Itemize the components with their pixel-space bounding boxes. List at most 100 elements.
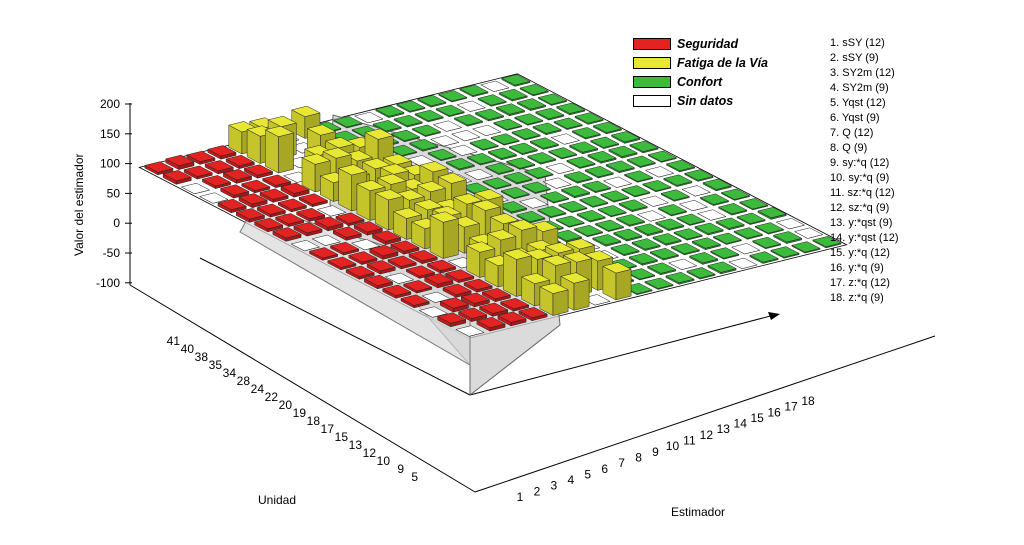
estimator-list-item: 5. Yqst (12) (830, 97, 886, 109)
bar-top (736, 212, 766, 224)
bar-3d (201, 175, 232, 190)
bar-top (497, 311, 527, 323)
bar-top (610, 131, 641, 143)
unit-tick-label: 13 (349, 438, 363, 452)
bar-top (427, 148, 457, 160)
bar-3d (162, 170, 192, 185)
bar-top (451, 130, 481, 142)
unit-tick-label: 18 (307, 414, 321, 428)
bar-top (691, 237, 722, 249)
z-tick-label: 100 (100, 157, 120, 171)
bar-3d (539, 191, 570, 204)
bar-top (466, 153, 497, 165)
bar-top (715, 217, 745, 229)
bar-3d (332, 226, 363, 241)
unit-tick-label: 5 (411, 470, 418, 484)
bar-front (278, 132, 294, 174)
bar-top (702, 178, 732, 190)
bar-top (576, 210, 606, 222)
bar-3d (272, 227, 302, 242)
estimator-list-item: 14. y:*qst (12) (830, 232, 899, 244)
bar-3d (516, 98, 547, 112)
bar-top (539, 282, 569, 294)
bar-top (408, 250, 438, 262)
bar-3d (691, 237, 722, 251)
bar-3d (371, 230, 402, 246)
bar-top (526, 152, 557, 164)
bar-3d (718, 203, 748, 216)
estimator-tick-label: 7 (618, 456, 625, 470)
bar-top (424, 273, 454, 285)
bar-top (501, 74, 531, 86)
unit-tick-label: 20 (279, 398, 293, 412)
bar-top (749, 251, 779, 263)
bar-3d (274, 213, 305, 228)
bar-top (560, 272, 590, 284)
bar-3d (353, 221, 384, 236)
bar-3d (497, 311, 527, 327)
bar-3d (474, 108, 505, 122)
bar-top (670, 242, 701, 255)
bar-top (516, 98, 547, 110)
bar-3d (472, 124, 502, 136)
bar-top (503, 171, 533, 184)
bar-top (453, 193, 483, 205)
bar-3d (238, 193, 268, 209)
bar-3d (444, 269, 475, 284)
bar-top (411, 124, 442, 136)
bar-top (600, 190, 630, 202)
bar-3d (628, 252, 659, 266)
bar-3d (518, 197, 549, 209)
bar-3d (568, 141, 599, 155)
bar-top (508, 219, 538, 231)
estimator-list-item: 15. y:*q (12) (830, 247, 890, 259)
bar-top (476, 316, 506, 328)
estimator-list-item: 17. z:*q (12) (830, 277, 890, 289)
bar-top (562, 251, 593, 263)
bar-top (308, 247, 339, 259)
bar-top (460, 292, 491, 304)
estimator-list-item: 8. Q (9) (830, 142, 868, 154)
bar-front (615, 268, 632, 301)
bar-top (621, 185, 651, 197)
bar-3d (639, 195, 669, 207)
bar-top (537, 93, 568, 105)
bar-top (432, 120, 463, 132)
bar-top (728, 257, 758, 269)
bar-top (274, 213, 305, 225)
estimator-tick-label: 3 (551, 479, 558, 493)
bar-top (511, 128, 541, 140)
bar-3d (553, 117, 583, 131)
bar-3d (652, 233, 682, 246)
bar-3d (426, 259, 457, 274)
bar-top (379, 163, 410, 175)
legend-label: Seguridad (677, 36, 739, 51)
bar-3d (712, 232, 743, 245)
bar-3d (688, 252, 719, 265)
bar-3d (366, 260, 396, 275)
bar-top (524, 167, 554, 179)
bar-3d (702, 178, 732, 192)
bar-top (560, 185, 591, 197)
estimator-list-item: 10. sy:*q (9) (830, 172, 890, 184)
bar-top (571, 127, 602, 139)
estimator-tick-label: 13 (717, 422, 731, 436)
bar-3d (503, 171, 533, 185)
bar-3d (728, 257, 758, 269)
bar-3d (667, 258, 698, 270)
bar-top (665, 159, 696, 171)
bar-top (518, 307, 548, 319)
bar-3d (646, 262, 677, 276)
bar-top (478, 302, 509, 314)
bar-top (337, 164, 368, 176)
bar-3d (455, 325, 485, 337)
bar-3d (511, 128, 541, 141)
z-tick-label: 200 (100, 97, 120, 111)
bar-top (709, 247, 740, 259)
bar-top (432, 205, 462, 217)
bar-3d (417, 95, 447, 108)
bar-3d (435, 104, 465, 118)
bar-3d (621, 185, 651, 198)
bar-3d (199, 192, 229, 204)
bar-front (573, 279, 590, 311)
